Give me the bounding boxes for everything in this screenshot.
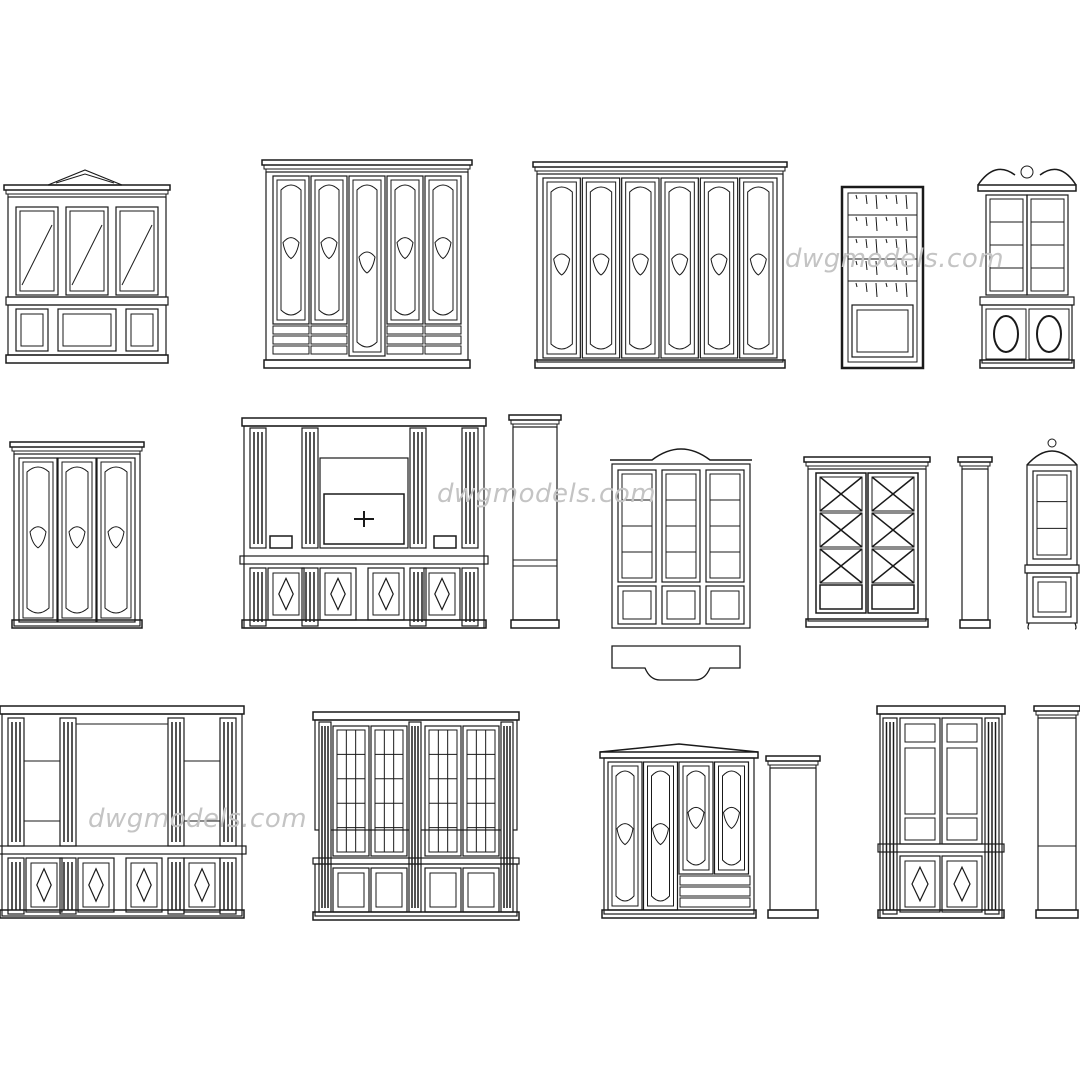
swan-neck-bookcase bbox=[977, 165, 1077, 369]
six-door-carved-wardrobe bbox=[532, 161, 788, 369]
corner-vitrine bbox=[1024, 438, 1080, 630]
cross-glazed-cabinet-side bbox=[957, 456, 993, 629]
watermark: dwgmodels.com bbox=[785, 244, 1005, 274]
four-door-wardrobe-side bbox=[765, 755, 821, 919]
arched-vitrine bbox=[610, 448, 752, 629]
tv-wall-unit bbox=[239, 417, 489, 629]
library-wall-unit bbox=[0, 705, 247, 919]
narrow-bookcase bbox=[840, 185, 925, 370]
watermark: dwgmodels.com bbox=[437, 479, 657, 509]
glazed-bookcase bbox=[312, 711, 520, 921]
classic-cabinet-pediment bbox=[3, 169, 171, 364]
tv-wall-unit-side bbox=[508, 414, 562, 629]
paneled-cabinet-side bbox=[1033, 705, 1080, 919]
four-door-wardrobe bbox=[599, 743, 759, 919]
watermark: dwgmodels.com bbox=[88, 804, 308, 834]
three-door-wardrobe bbox=[9, 441, 145, 629]
cross-glazed-cabinet bbox=[803, 456, 931, 628]
five-door-wardrobe bbox=[261, 159, 473, 369]
paneled-cabinet bbox=[876, 705, 1006, 919]
arched-vitrine-plan bbox=[611, 645, 741, 681]
